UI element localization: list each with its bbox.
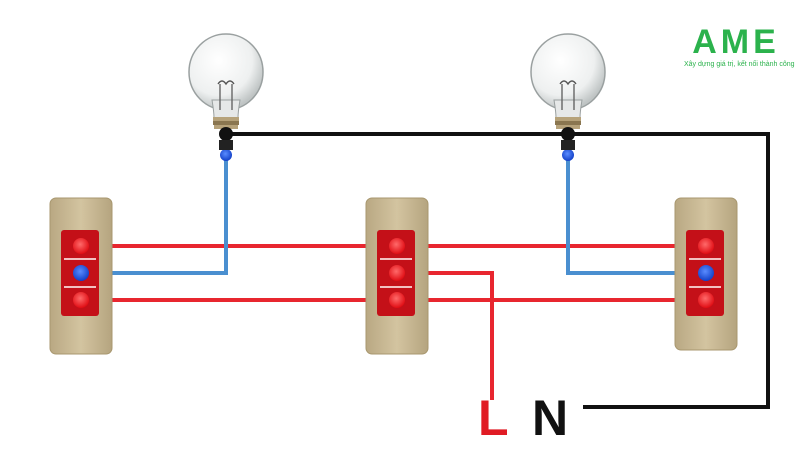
- switch-right: [674, 197, 738, 351]
- terminal-screw: [73, 292, 89, 308]
- terminal-screw: [698, 292, 714, 308]
- switch-leg-right: [566, 140, 706, 275]
- switch-middle: [365, 197, 429, 355]
- terminal-screw: [389, 265, 405, 281]
- terminal-screw: [698, 238, 714, 254]
- terminal-screw: [73, 238, 89, 254]
- neutral-wire: [226, 132, 770, 409]
- common-screw: [73, 265, 89, 281]
- live-wire: [397, 271, 494, 400]
- switch-leg-left: [81, 140, 228, 275]
- brand-logo: AME Xây dựng giá trị, kết nối thành công: [684, 23, 795, 69]
- neutral-terminal-label: N: [532, 390, 569, 446]
- logo-text: AME: [692, 23, 780, 61]
- light-bulb-right: [530, 33, 606, 161]
- switch-left: [49, 197, 113, 355]
- terminal-screw: [389, 238, 405, 254]
- live-terminal-label: L: [478, 390, 509, 446]
- terminal-screw: [389, 292, 405, 308]
- logo-tagline: Xây dựng giá trị, kết nối thành công: [684, 61, 795, 68]
- common-screw: [698, 265, 714, 281]
- light-bulb-left: [188, 33, 264, 161]
